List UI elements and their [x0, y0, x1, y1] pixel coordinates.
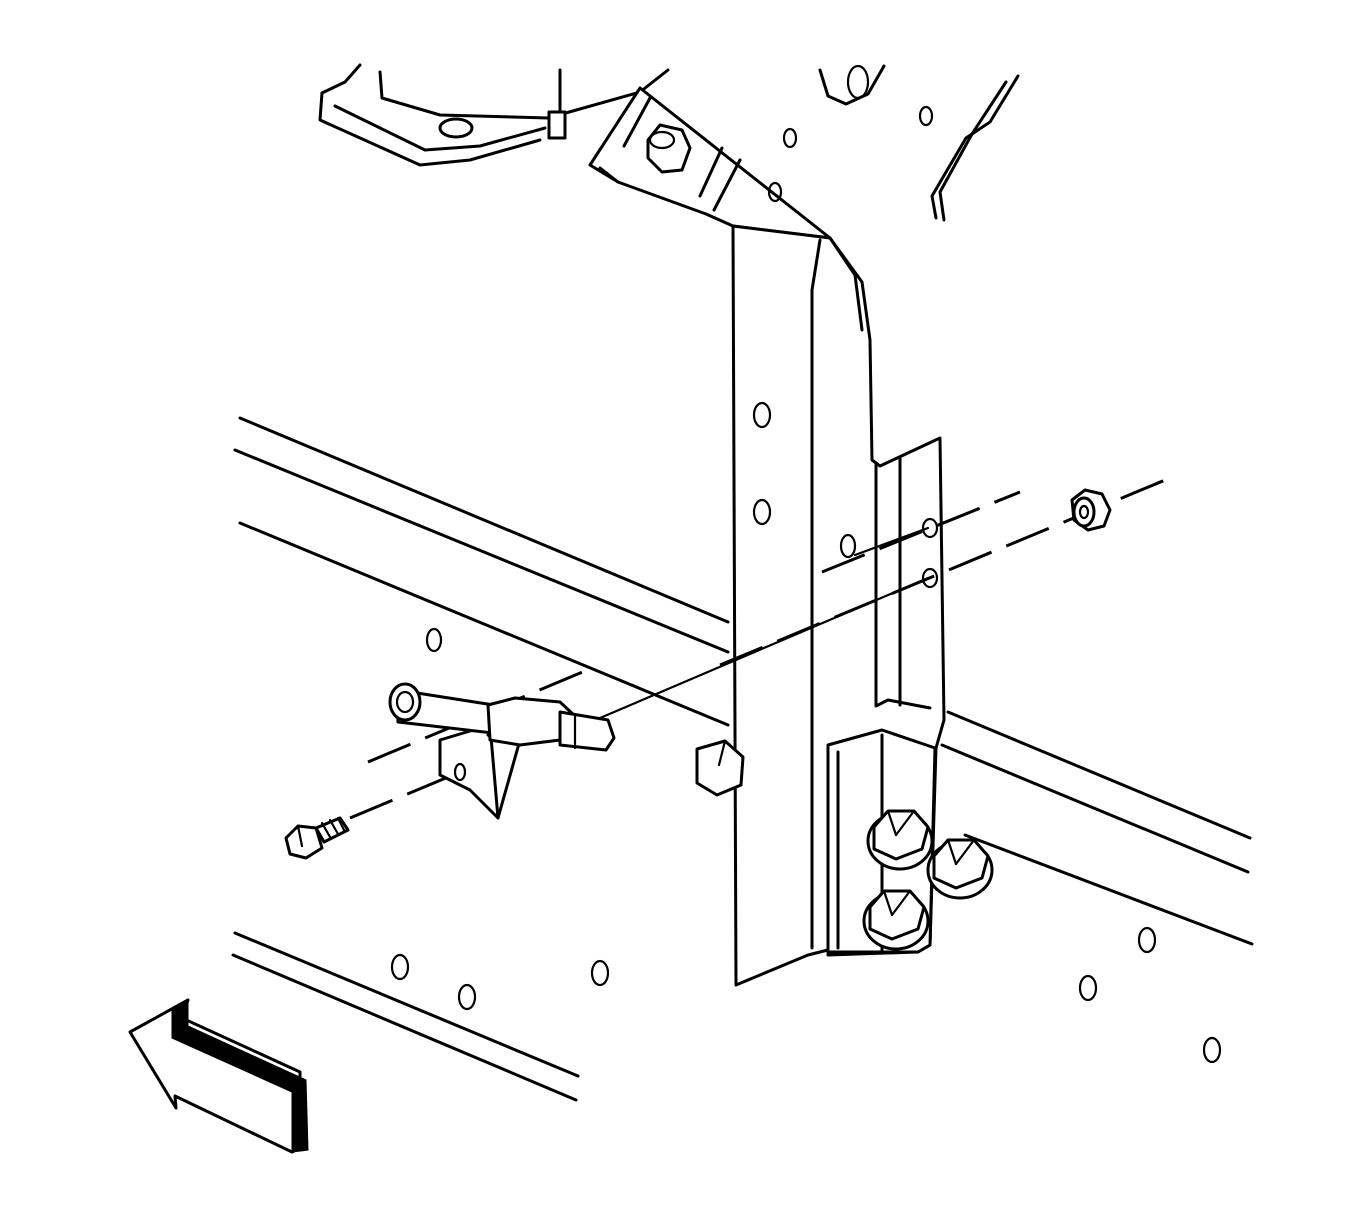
- tube-fitting: [388, 682, 616, 820]
- bolt-cluster: [695, 739, 994, 951]
- direction-arrow: [128, 998, 309, 1154]
- upper-mount: [318, 63, 1020, 240]
- nut-right: [1070, 488, 1112, 532]
- rail-rear: [231, 416, 1254, 1102]
- vertical-bracket: [731, 224, 946, 987]
- rail-holes: [390, 627, 1222, 1064]
- bolt-left: [284, 816, 350, 860]
